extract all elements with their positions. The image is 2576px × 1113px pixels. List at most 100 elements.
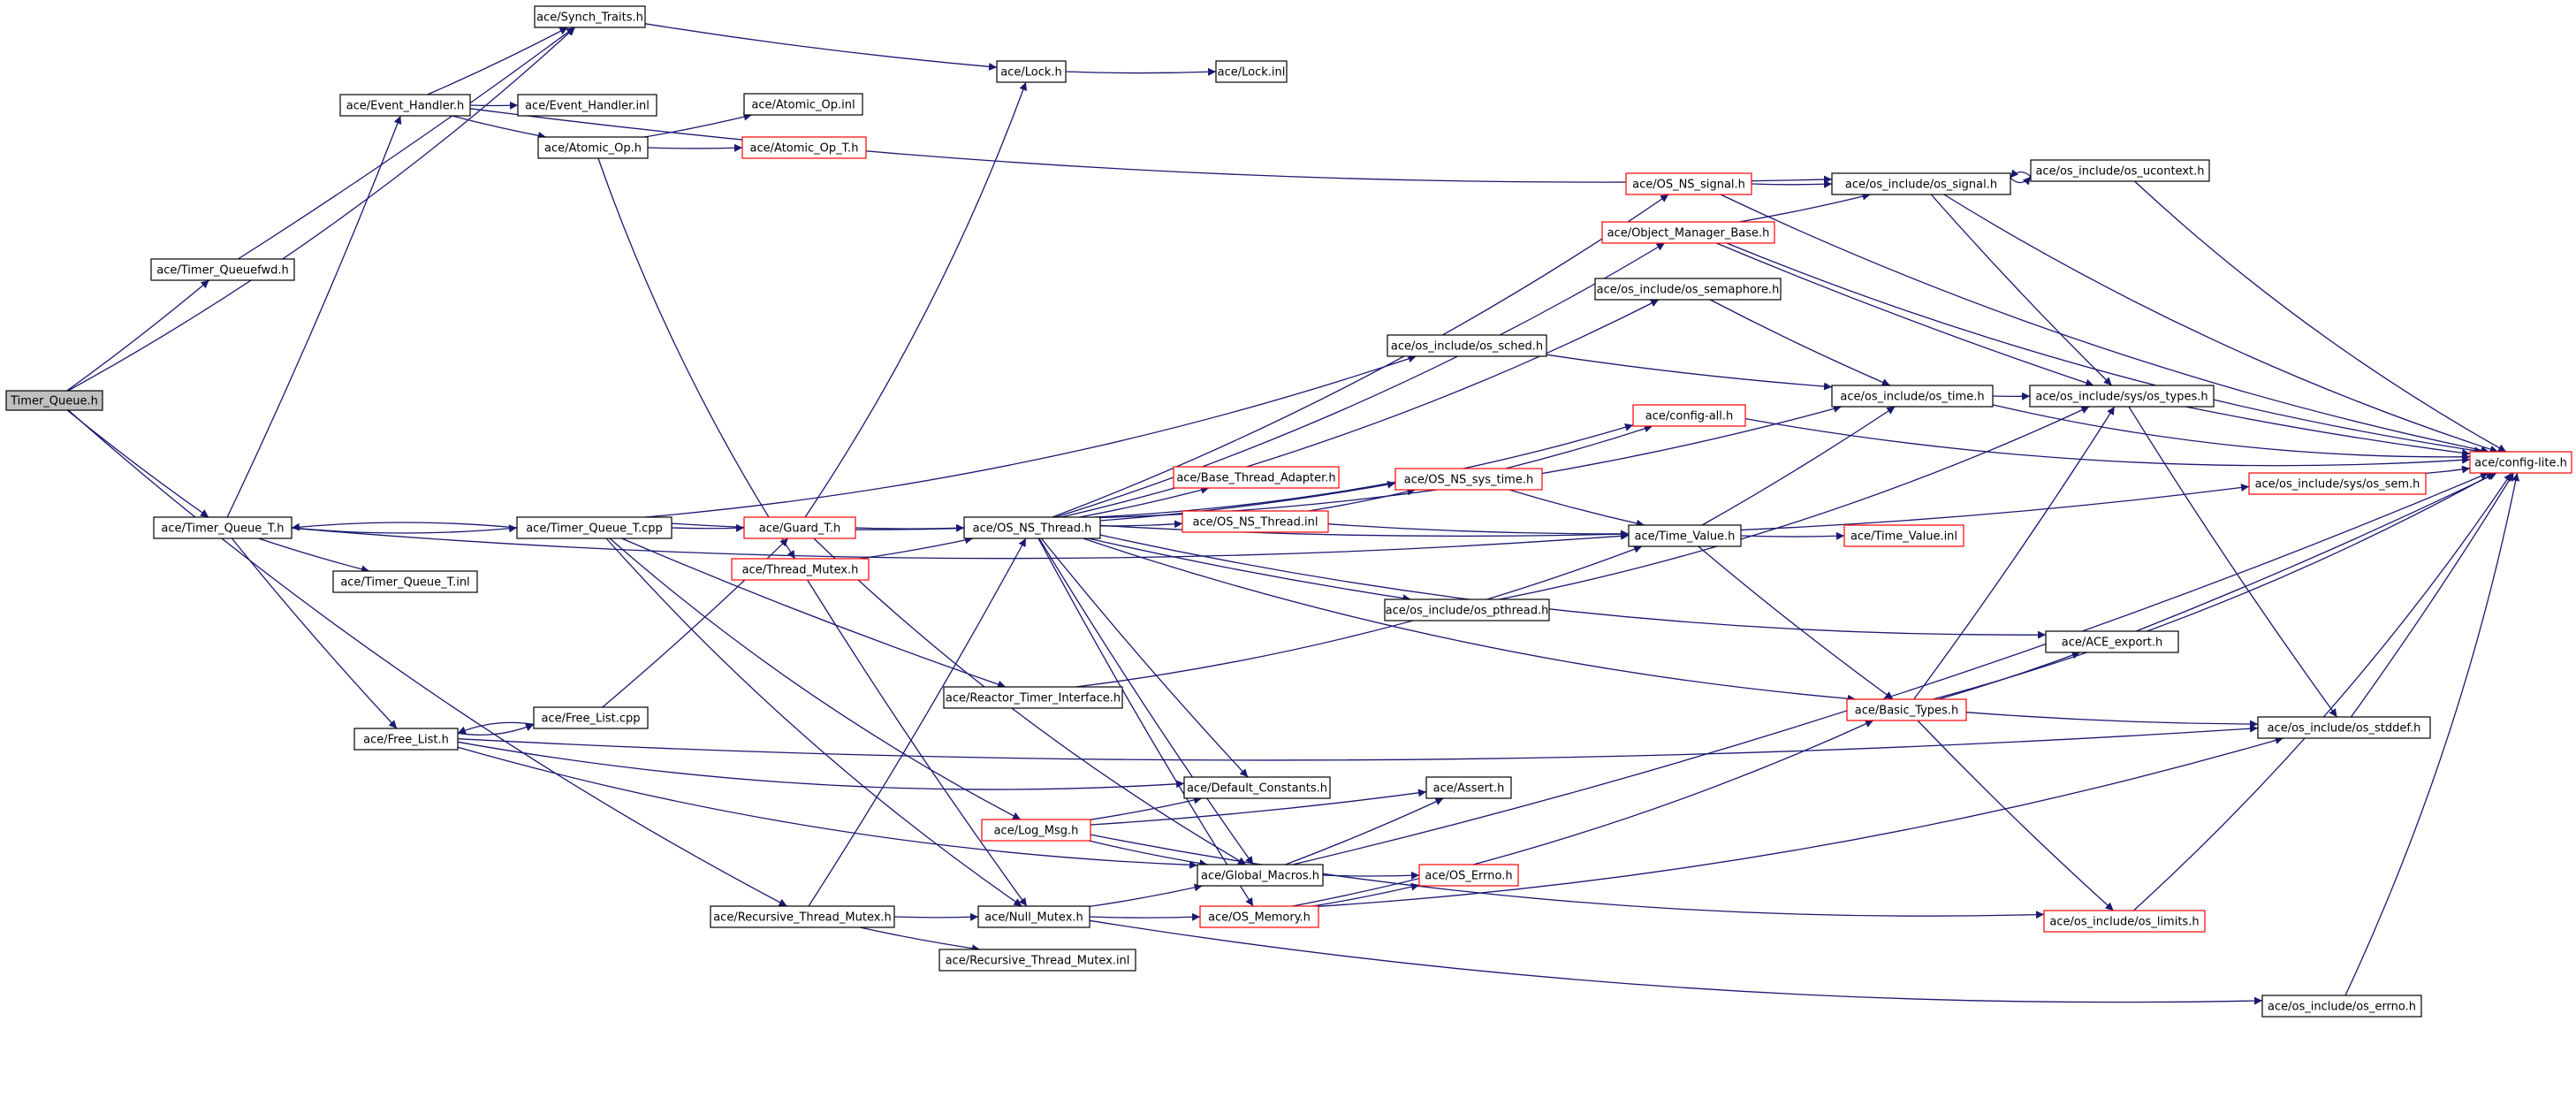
edge-object_manager_base_h-to-sys_os_types_h bbox=[1716, 242, 2094, 387]
edge-basic_types_h-to-config_lite_h bbox=[1933, 472, 2496, 700]
edge-null_mutex_h-to-os_memory_h bbox=[1089, 912, 1201, 921]
node-reactor-timer-interface-h[interactable]: ace/Reactor_Timer_Interface.h bbox=[943, 686, 1123, 709]
node-lock-h[interactable]: ace/Lock.h bbox=[996, 60, 1067, 83]
node-lock-inl[interactable]: ace/Lock.inl bbox=[1215, 60, 1288, 83]
edge-timer_queue_h-to-recursive_thread_mutex_h bbox=[67, 409, 787, 907]
node-null-mutex-h[interactable]: ace/Null_Mutex.h bbox=[977, 905, 1090, 928]
edge-free_list_h-to-os_stddef_h bbox=[457, 724, 2259, 761]
edge-time_value_h-to-os_time_h bbox=[1701, 406, 1896, 526]
node-os-stddef-h[interactable]: ace/os_include/os_stddef.h bbox=[2257, 716, 2431, 739]
node-box bbox=[516, 516, 672, 539]
node-label: ace/Null_Mutex.h bbox=[984, 911, 1083, 925]
node-box bbox=[1418, 864, 1519, 887]
node-event-handler-inl[interactable]: ace/Event_Handler.inl bbox=[517, 94, 657, 117]
node-os-ns-thread-inl[interactable]: ace/OS_NS_Thread.inl bbox=[1182, 510, 1329, 533]
edge-timer_queue_t_cpp-to-null_mutex_h bbox=[605, 537, 1022, 907]
node-base-thread-adapter-h[interactable]: ace/Base_Thread_Adapter.h bbox=[1173, 466, 1340, 489]
node-label: ace/ACE_export.h bbox=[2062, 637, 2162, 650]
node-label: ace/Free_List.cpp bbox=[541, 713, 640, 726]
node-box bbox=[1173, 466, 1340, 489]
node-label: ace/os_include/os_limits.h bbox=[2049, 916, 2199, 929]
nodes-layer: Timer_Queue.h ace/Synch_Traits.h ace/Lock.… bbox=[5, 5, 2572, 1018]
node-os-ns-sys-time-h[interactable]: ace/OS_NS_sys_time.h bbox=[1394, 468, 1543, 491]
node-recursive-thread-mutex-h[interactable]: ace/Recursive_Thread_Mutex.h bbox=[710, 905, 895, 928]
node-atomic-op-h[interactable]: ace/Atomic_Op.h bbox=[537, 136, 649, 159]
edge-os_memory_h-to-basic_types_h bbox=[1292, 720, 1874, 907]
node-box bbox=[981, 819, 1091, 842]
edge-os_ns_thread_h-to-os_memory_h bbox=[1037, 537, 1254, 907]
node-time-value-inl[interactable]: ace/Time_Value.inl bbox=[1843, 524, 1964, 547]
node-box bbox=[710, 905, 895, 928]
node-label: ace/OS_Errno.h bbox=[1425, 870, 1512, 883]
node-thread-mutex-h[interactable]: ace/Thread_Mutex.h bbox=[731, 558, 870, 581]
node-basic-types-h[interactable]: ace/Basic_Types.h bbox=[1846, 698, 1967, 721]
edge-timer_queue_h-to-timer_queuefwd_h bbox=[66, 279, 210, 392]
edge-log_msg_h-to-default_constants_h bbox=[1090, 796, 1203, 820]
node-label: ace/Timer_Queue_T.inl bbox=[340, 576, 469, 590]
edge-os_ns_thread_h-to-ace_export_h bbox=[1099, 534, 2047, 639]
node-default-constants-h[interactable]: ace/Default_Constants.h bbox=[1183, 776, 1331, 799]
node-label: ace/Guard_T.h bbox=[759, 522, 840, 536]
node-os-pthread-h[interactable]: ace/os_include/os_pthread.h bbox=[1384, 598, 1550, 621]
node-os-ucontext-h[interactable]: ace/os_include/os_ucontext.h bbox=[2030, 159, 2210, 182]
node-global-macros-h[interactable]: ace/Global_Macros.h bbox=[1197, 864, 1324, 887]
node-box bbox=[150, 258, 295, 281]
node-assert-h[interactable]: ace/Assert.h bbox=[1425, 776, 1512, 799]
node-timer-queue-t-inl[interactable]: ace/Timer_Queue_T.inl bbox=[332, 570, 478, 593]
node-os-semaphore-h[interactable]: ace/os_include/os_semaphore.h bbox=[1594, 278, 1782, 301]
node-os-signal-h[interactable]: ace/os_include/os_signal.h bbox=[1831, 172, 2011, 195]
edge-sys_os_types_h-to-os_stddef_h bbox=[2128, 406, 2338, 718]
node-label: ace/OS_Memory.h bbox=[1208, 911, 1311, 925]
node-guard-t-h[interactable]: ace/Guard_T.h bbox=[743, 516, 856, 539]
node-box bbox=[743, 516, 856, 539]
node-os-limits-h[interactable]: ace/os_include/os_limits.h bbox=[2043, 910, 2206, 933]
node-atomic-op-inl[interactable]: ace/Atomic_Op.inl bbox=[743, 93, 863, 116]
node-time-value-h[interactable]: ace/Time_Value.h bbox=[1628, 524, 1742, 547]
edge-event_handler_h-to-atomic_op_h bbox=[452, 115, 547, 140]
edge-global_macros_h-to-assert_h bbox=[1285, 797, 1444, 865]
node-label: ace/Base_Thread_Adapter.h bbox=[1176, 472, 1335, 485]
node-sys-os-sem-h[interactable]: ace/os_include/sys/os_sem.h bbox=[2248, 472, 2427, 495]
node-timer-queue-h[interactable]: Timer_Queue.h bbox=[5, 390, 103, 411]
node-log-msg-h[interactable]: ace/Log_Msg.h bbox=[981, 819, 1091, 842]
node-os-errno-inc-h[interactable]: ace/os_include/os_errno.h bbox=[2261, 995, 2422, 1018]
node-box bbox=[339, 94, 471, 117]
edge-timer_queue_t_h-to-time_value_h bbox=[291, 527, 1630, 560]
node-atomic-op-t-h[interactable]: ace/Atomic_Op_T.h bbox=[741, 136, 867, 159]
node-os-sched-h[interactable]: ace/os_include/os_sched.h bbox=[1387, 334, 1547, 357]
node-timer-queuefwd-h[interactable]: ace/Timer_Queuefwd.h bbox=[150, 258, 295, 281]
node-label: ace/Reactor_Timer_Interface.h bbox=[946, 692, 1121, 705]
node-free-list-cpp[interactable]: ace/Free_List.cpp bbox=[533, 706, 649, 729]
edge-timer_queuefwd_h-to-synch_traits_h bbox=[238, 27, 575, 260]
node-os-time-h[interactable]: ace/os_include/os_time.h bbox=[1831, 385, 1994, 408]
edge-timer_queue_t_cpp-to-guard_t_h bbox=[671, 523, 745, 532]
node-box bbox=[1199, 905, 1319, 928]
node-label: ace/Event_Handler.inl bbox=[525, 100, 650, 113]
node-label: ace/Time_Value.inl bbox=[1850, 530, 1957, 544]
node-label: ace/Default_Constants.h bbox=[1187, 782, 1327, 796]
node-synch-traits-h[interactable]: ace/Synch_Traits.h bbox=[534, 5, 646, 28]
node-label: ace/os_include/sys/os_types.h bbox=[2035, 391, 2207, 404]
node-config-lite-h[interactable]: ace/config-lite.h bbox=[2469, 451, 2572, 474]
node-ace-export-h[interactable]: ace/ACE_export.h bbox=[2045, 630, 2179, 653]
node-sys-os-types-h[interactable]: ace/os_include/sys/os_types.h bbox=[2029, 385, 2215, 408]
node-timer-queue-t-h[interactable]: ace/Timer_Queue_T.h bbox=[153, 516, 293, 539]
node-event-handler-h[interactable]: ace/Event_Handler.h bbox=[339, 94, 471, 117]
node-box bbox=[2030, 159, 2210, 182]
node-recursive-thread-mutex-inl[interactable]: ace/Recursive_Thread_Mutex.inl bbox=[938, 949, 1136, 972]
edge-null_mutex_h-to-os_errno_inc_h bbox=[1089, 919, 2263, 1005]
edge-guard_t_h-to-global_macros_h bbox=[813, 537, 1247, 865]
node-box bbox=[1632, 404, 1746, 427]
node-config-all-h[interactable]: ace/config-all.h bbox=[1632, 404, 1746, 427]
node-timer-queue-t-cpp[interactable]: ace/Timer_Queue_T.cpp bbox=[516, 516, 672, 539]
edge-object_manager_base_h-to-config_lite_h bbox=[1726, 242, 2483, 455]
edge-recursive_thread_mutex_h-to-recursive_thread_mutex_inl bbox=[859, 926, 980, 953]
node-free-list-h[interactable]: ace/Free_List.h bbox=[353, 728, 459, 751]
node-os-ns-signal-h[interactable]: ace/OS_NS_signal.h bbox=[1625, 172, 1752, 195]
node-os-errno-h[interactable]: ace/OS_Errno.h bbox=[1418, 864, 1519, 887]
node-os-memory-h[interactable]: ace/OS_Memory.h bbox=[1199, 905, 1319, 928]
node-object-manager-base-h[interactable]: ace/Object_Manager_Base.h bbox=[1601, 221, 1775, 244]
edge-recursive_thread_mutex_h-to-os_ns_thread_h bbox=[808, 537, 1027, 907]
edge-time_value_h-to-basic_types_h bbox=[1698, 545, 1894, 700]
node-os-ns-thread-h[interactable]: ace/OS_NS_Thread.h bbox=[963, 516, 1101, 539]
